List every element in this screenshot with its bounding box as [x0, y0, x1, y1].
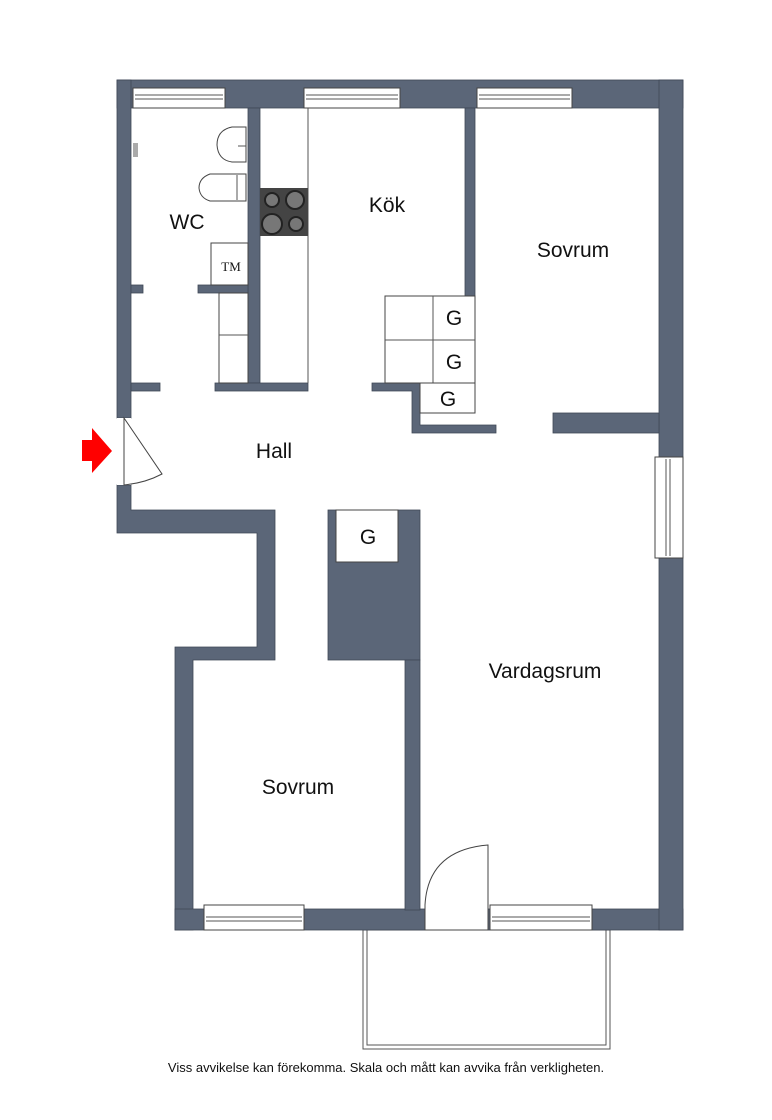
entrance-door[interactable] [117, 416, 163, 486]
wardrobes [335, 295, 476, 563]
wardrobe-label: G [439, 388, 457, 411]
window [476, 87, 573, 109]
toilet-icon [198, 173, 247, 202]
sink-icon [216, 126, 247, 163]
stove-burner-icon [285, 190, 305, 210]
room-label-wc: WC [169, 211, 205, 234]
window [303, 87, 401, 109]
wardrobe-label: G [445, 307, 463, 330]
wc-fixtures [133, 126, 249, 384]
balcony [362, 929, 611, 1050]
shower-mixer-icon [133, 143, 138, 157]
windows [132, 87, 684, 931]
room-label-living-room: Vardagsrum [488, 660, 602, 683]
window [203, 904, 305, 931]
room-label-bedroom: Sovrum [261, 776, 335, 799]
balcony-door[interactable] [424, 844, 489, 931]
room-label-kitchen: Kök [368, 194, 406, 217]
room-label-hall: Hall [255, 440, 293, 463]
window [654, 456, 684, 559]
entrance-arrow-icon [82, 428, 112, 473]
laundry-label: TM [221, 259, 241, 274]
window [489, 904, 593, 931]
window [132, 87, 226, 109]
stove-burner-icon [288, 216, 304, 232]
wardrobe-label: G [445, 351, 463, 374]
disclaimer: Viss avvikelse kan förekomma. Skala och … [167, 1060, 605, 1075]
stove-burner-icon [261, 213, 283, 235]
room-label-bedroom: Sovrum [536, 239, 610, 262]
stove-burner-icon [264, 192, 280, 208]
kitchen-counter [260, 108, 309, 383]
wardrobe-label: G [359, 526, 377, 549]
